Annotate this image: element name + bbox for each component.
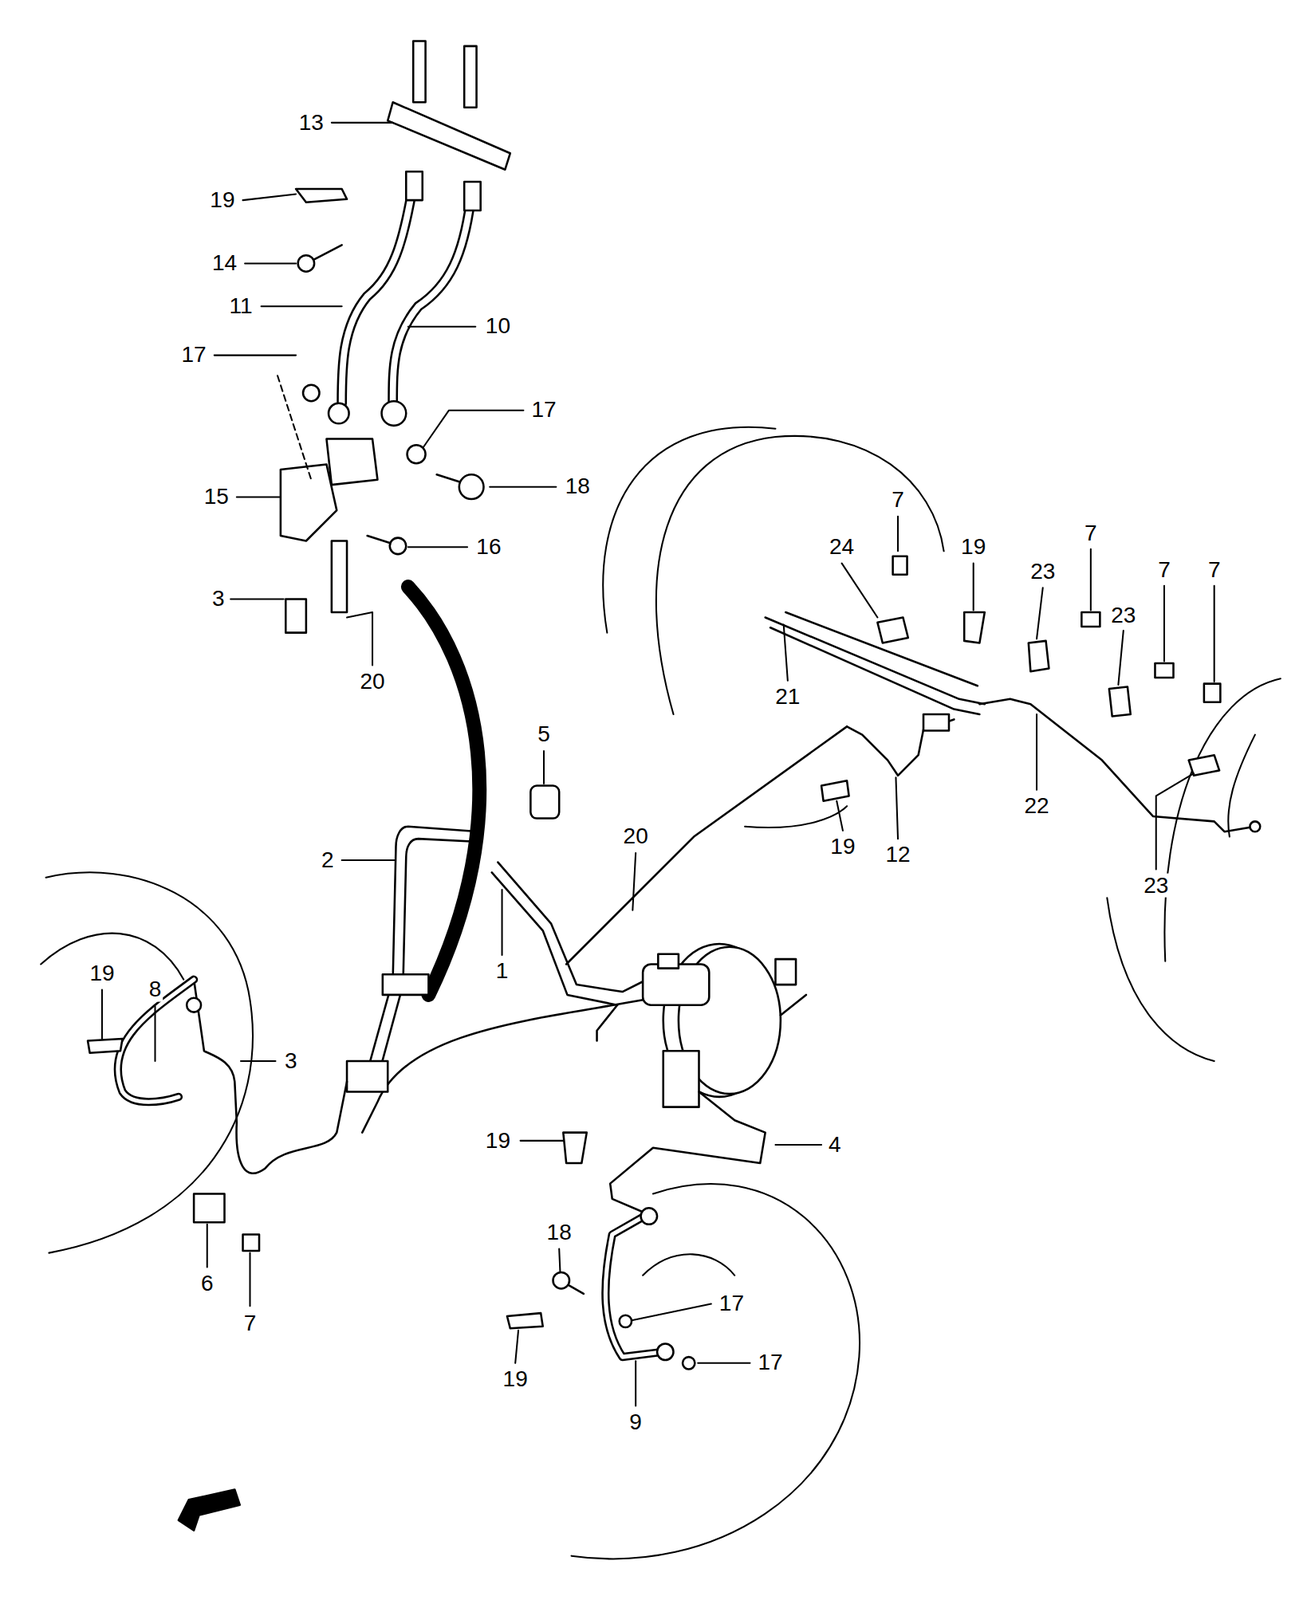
callout-number: 21 bbox=[773, 684, 802, 710]
callout-number: 20 bbox=[358, 669, 386, 694]
callout-number: 6 bbox=[199, 1271, 216, 1296]
callout-number: 18 bbox=[563, 474, 592, 500]
callout-number: 19 bbox=[208, 187, 237, 213]
callout-number: 19 bbox=[484, 1128, 512, 1154]
callout-number: 14 bbox=[210, 251, 239, 276]
callout-number: 23 bbox=[1141, 873, 1170, 898]
callout-number: 1 bbox=[494, 959, 511, 985]
callout-number: 17 bbox=[755, 1350, 784, 1376]
callout-number: 3 bbox=[210, 586, 227, 612]
callout-number: 10 bbox=[484, 314, 512, 339]
callout-number: 23 bbox=[1109, 602, 1138, 628]
callout-number: 20 bbox=[621, 824, 650, 850]
callout-number: 12 bbox=[883, 842, 912, 868]
callout-number: 13 bbox=[297, 110, 326, 135]
callout-number: 8 bbox=[147, 977, 164, 1003]
callout-number: 17 bbox=[529, 397, 558, 423]
callout-number: 9 bbox=[627, 1409, 644, 1435]
callout-number: 7 bbox=[1206, 558, 1223, 583]
callout-number: 18 bbox=[545, 1220, 574, 1245]
callout-number: 19 bbox=[828, 834, 857, 860]
callout-number: 16 bbox=[474, 534, 503, 559]
callout-number: 19 bbox=[501, 1367, 530, 1393]
callout-number: 19 bbox=[959, 534, 988, 559]
callout-number: 17 bbox=[717, 1291, 746, 1317]
callout-number: 23 bbox=[1028, 558, 1057, 584]
callout-number: 7 bbox=[889, 488, 906, 513]
callout-number: 24 bbox=[827, 534, 856, 559]
callout-number: 11 bbox=[227, 293, 254, 319]
callout-number: 3 bbox=[283, 1048, 300, 1074]
callout-number: 17 bbox=[180, 342, 209, 368]
callout-number: 15 bbox=[202, 484, 231, 510]
callout-number: 7 bbox=[242, 1310, 259, 1336]
callout-number: 7 bbox=[1082, 521, 1099, 547]
callout-number: 4 bbox=[826, 1132, 843, 1158]
callout-number: 19 bbox=[87, 960, 116, 986]
callout-number: 2 bbox=[319, 847, 336, 873]
callout-number: 7 bbox=[1156, 558, 1173, 583]
callout-number: 5 bbox=[535, 722, 552, 748]
callout-number: 22 bbox=[1022, 793, 1051, 819]
